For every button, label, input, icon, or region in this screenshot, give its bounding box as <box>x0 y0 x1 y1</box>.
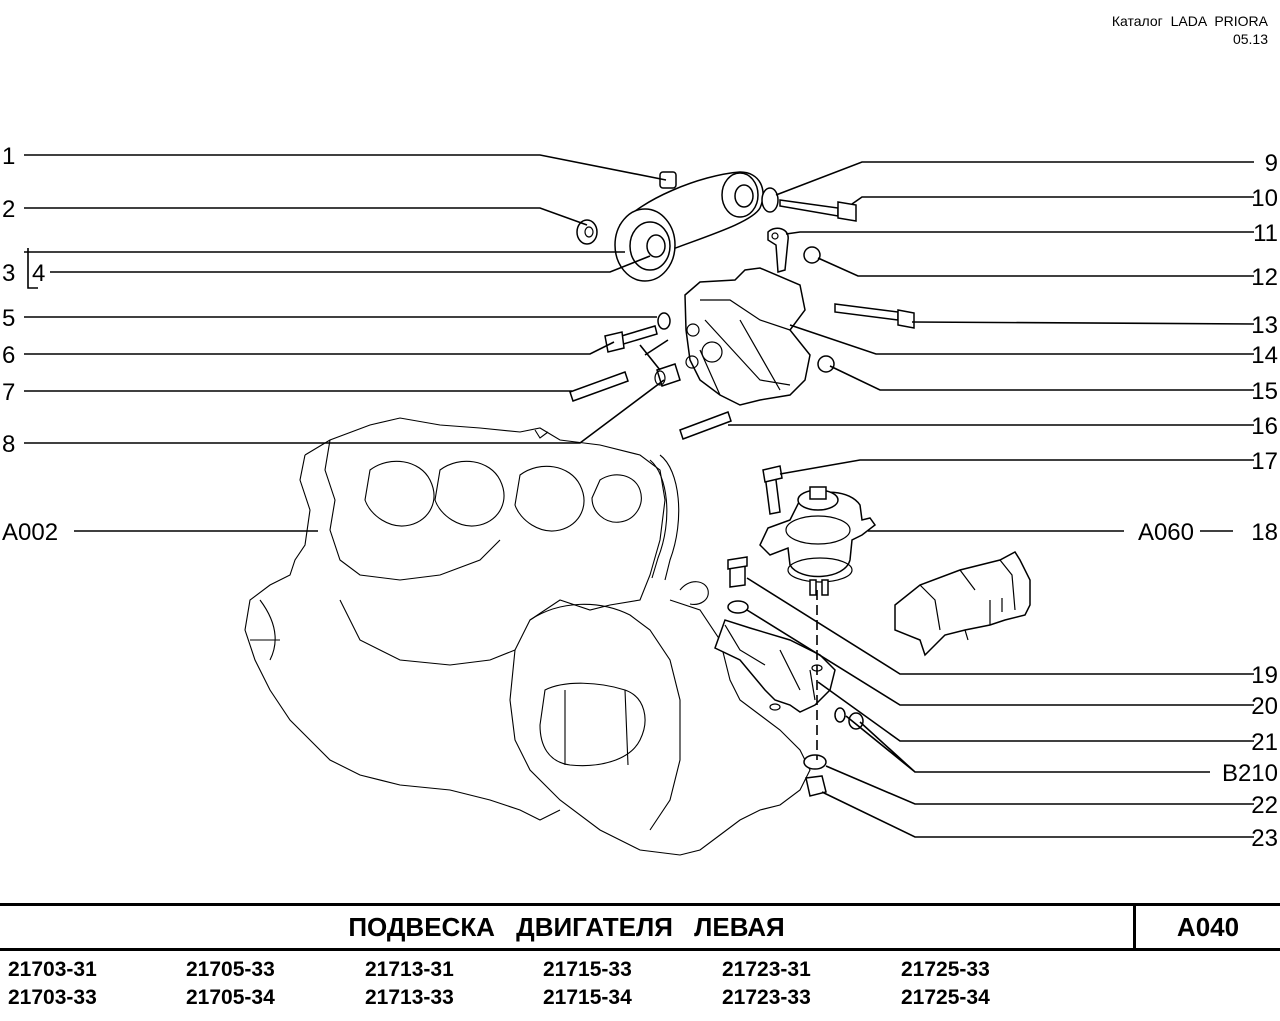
leader-lines <box>24 154 1255 838</box>
label-16: 16 <box>1251 413 1278 440</box>
catalog-header: Каталог LADA PRIORA 05.13 <box>1112 12 1268 48</box>
transmission-drawing <box>244 417 811 856</box>
label-7: 7 <box>2 379 15 406</box>
label-4: 4 <box>32 260 45 287</box>
label-9: 9 <box>1265 150 1278 177</box>
label-5: 5 <box>2 305 15 332</box>
label-10: 10 <box>1251 185 1278 212</box>
label-23: 23 <box>1251 825 1278 852</box>
label-14: 14 <box>1251 342 1278 369</box>
catalog-name: Каталог LADA PRIORA <box>1111 13 1268 29</box>
upper-mount-link <box>576 171 764 282</box>
label-17: 17 <box>1251 448 1278 475</box>
heat-shield <box>894 551 1031 657</box>
callout-labels: 1 2 3 4 5 6 7 8 A002 9 10 11 12 13 14 15… <box>2 143 1278 852</box>
model-code: 21715-33 <box>543 958 632 981</box>
model-code: 21705-33 <box>186 958 275 981</box>
label-a002: A002 <box>2 519 58 546</box>
upper-bolts <box>761 187 857 273</box>
label-19: 19 <box>1251 662 1278 689</box>
catalog-date: 05.13 <box>1232 31 1268 47</box>
label-18: 18 <box>1251 519 1278 546</box>
label-8: 8 <box>2 431 15 458</box>
model-code: 21725-33 <box>901 958 990 981</box>
label-22: 22 <box>1251 792 1278 819</box>
label-13: 13 <box>1251 312 1278 339</box>
engine-mount-diagram: 1 2 3 4 5 6 7 8 A002 9 10 11 12 13 14 15… <box>2 143 1278 856</box>
label-20: 20 <box>1251 693 1278 720</box>
label-b210: B210 <box>1222 760 1278 787</box>
section-code: A040 <box>1176 912 1240 942</box>
label-a060: A060 <box>1138 519 1194 546</box>
model-code: 21715-34 <box>543 986 632 1009</box>
label-2: 2 <box>2 196 15 223</box>
rubber-mount <box>759 465 877 596</box>
model-code: 21703-33 <box>8 986 97 1009</box>
label-3: 3 <box>2 260 15 287</box>
label-6: 6 <box>2 342 15 369</box>
model-code: 21713-31 <box>365 958 454 981</box>
label-11: 11 <box>1253 220 1278 247</box>
label-21: 21 <box>1251 729 1278 756</box>
lower-bracket <box>714 556 864 797</box>
model-code: 21725-34 <box>901 986 990 1009</box>
page-title: ПОДВЕСКА ДВИГАТЕЛЯ ЛЕВАЯ <box>348 912 785 942</box>
mount-bracket <box>569 267 915 440</box>
label-12: 12 <box>1251 264 1278 291</box>
model-code: 21713-33 <box>365 986 454 1009</box>
model-code: 21705-34 <box>186 986 275 1009</box>
model-code: 21723-31 <box>722 958 811 981</box>
model-code: 21723-33 <box>722 986 811 1009</box>
label-1: 1 <box>2 143 15 170</box>
title-divider <box>1133 906 1136 948</box>
title-bar: ПОДВЕСКА ДВИГАТЕЛЯ ЛЕВАЯ A040 <box>0 903 1280 951</box>
model-code: 21703-31 <box>8 958 97 981</box>
label-15: 15 <box>1251 378 1278 405</box>
